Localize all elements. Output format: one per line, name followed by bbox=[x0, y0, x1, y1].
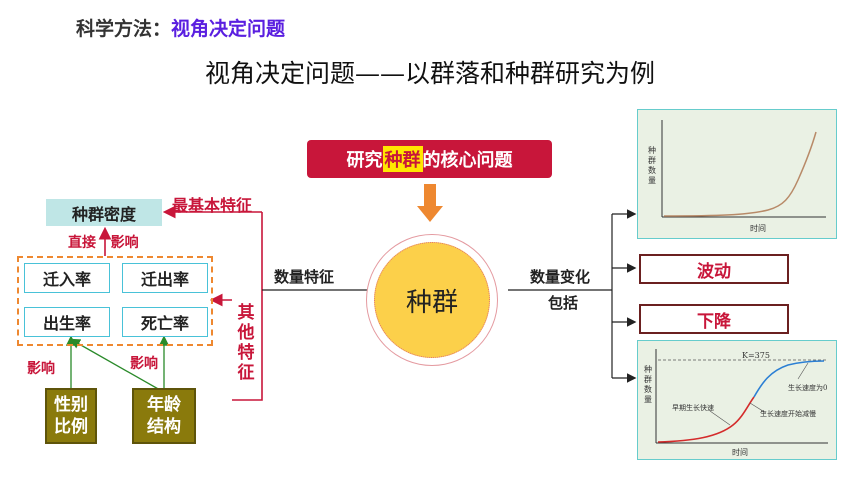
s-curve-graph bbox=[655, 349, 828, 444]
s-ann-end: 生长速度为0 bbox=[788, 384, 828, 392]
method-label: 科学方法：视角决定问题 bbox=[76, 14, 285, 41]
direct-prefix: 直接 bbox=[68, 235, 96, 251]
birth-rate-box: 出生率 bbox=[24, 307, 110, 337]
center-population-circle: 种群 bbox=[374, 242, 490, 358]
s-ann-early: 早期生长快速 bbox=[672, 404, 714, 412]
death-rate-box: 死亡率 bbox=[122, 307, 208, 337]
s-ann-mid: 生长速度开始减慢 bbox=[760, 410, 816, 418]
direct-suffix: 影响 bbox=[110, 235, 139, 251]
j-curve-panel: 种群数量 时间 bbox=[637, 109, 837, 239]
bracket-left bbox=[232, 212, 263, 401]
method-label-prefix: 科学方法： bbox=[76, 18, 172, 40]
s-curve-blue bbox=[753, 360, 825, 398]
decline-box: 下降 bbox=[639, 304, 789, 334]
sex-ratio-box: 性别 比例 bbox=[45, 388, 97, 444]
s-ylabel: 种群数量 bbox=[644, 365, 652, 404]
sex-ratio-line1: 性别 bbox=[54, 395, 88, 415]
basic-feature-label: 最基本特征 bbox=[172, 196, 253, 215]
age-line1: 年龄 bbox=[147, 395, 181, 415]
j-ylabel: 种群数量 bbox=[648, 146, 656, 185]
orange-down-arrow bbox=[417, 184, 443, 222]
j-curve-line bbox=[663, 131, 817, 217]
j-curve-graph bbox=[661, 120, 826, 218]
fluctuation-box: 波动 bbox=[639, 254, 789, 284]
s-curve-red bbox=[657, 396, 755, 443]
influence-label-1: 影响 bbox=[27, 361, 55, 377]
s-xlabel: 时间 bbox=[732, 448, 748, 457]
emigration-rate-box: 迁出率 bbox=[122, 263, 208, 293]
other-feature-label: 其他特征 bbox=[237, 303, 255, 383]
core-question-highlight: 种群 bbox=[382, 146, 423, 172]
direct-influence-label: 直接 影响 bbox=[68, 232, 139, 252]
immigration-rate-box: 迁入率 bbox=[24, 263, 110, 293]
s-k-label: K=375 bbox=[742, 351, 770, 360]
core-question-banner: 研究种群的核心问题 bbox=[307, 140, 552, 178]
j-xlabel: 时间 bbox=[750, 224, 766, 233]
influence-label-2: 影响 bbox=[130, 356, 158, 372]
core-question-before: 研究 bbox=[346, 150, 383, 171]
page-title: 视角决定问题——以群落和种群研究为例 bbox=[204, 59, 655, 88]
age-structure-box: 年龄 结构 bbox=[132, 388, 196, 444]
quantity-change-label: 数量变化 bbox=[530, 268, 591, 286]
quantity-feature-label: 数量特征 bbox=[274, 268, 335, 286]
population-density-box: 种群密度 bbox=[46, 199, 162, 226]
method-label-highlight: 视角决定问题 bbox=[171, 18, 286, 40]
age-line2: 结构 bbox=[147, 417, 181, 437]
s-curve-panel: K=375 种群数量 早期生长快速 生长速度开始减慢 生长速度为0 时间 bbox=[637, 340, 837, 460]
sex-ratio-line2: 比例 bbox=[54, 417, 88, 437]
include-label: 包括 bbox=[548, 294, 579, 312]
core-question-after: 的核心问题 bbox=[422, 150, 513, 171]
rates-group bbox=[17, 256, 213, 346]
